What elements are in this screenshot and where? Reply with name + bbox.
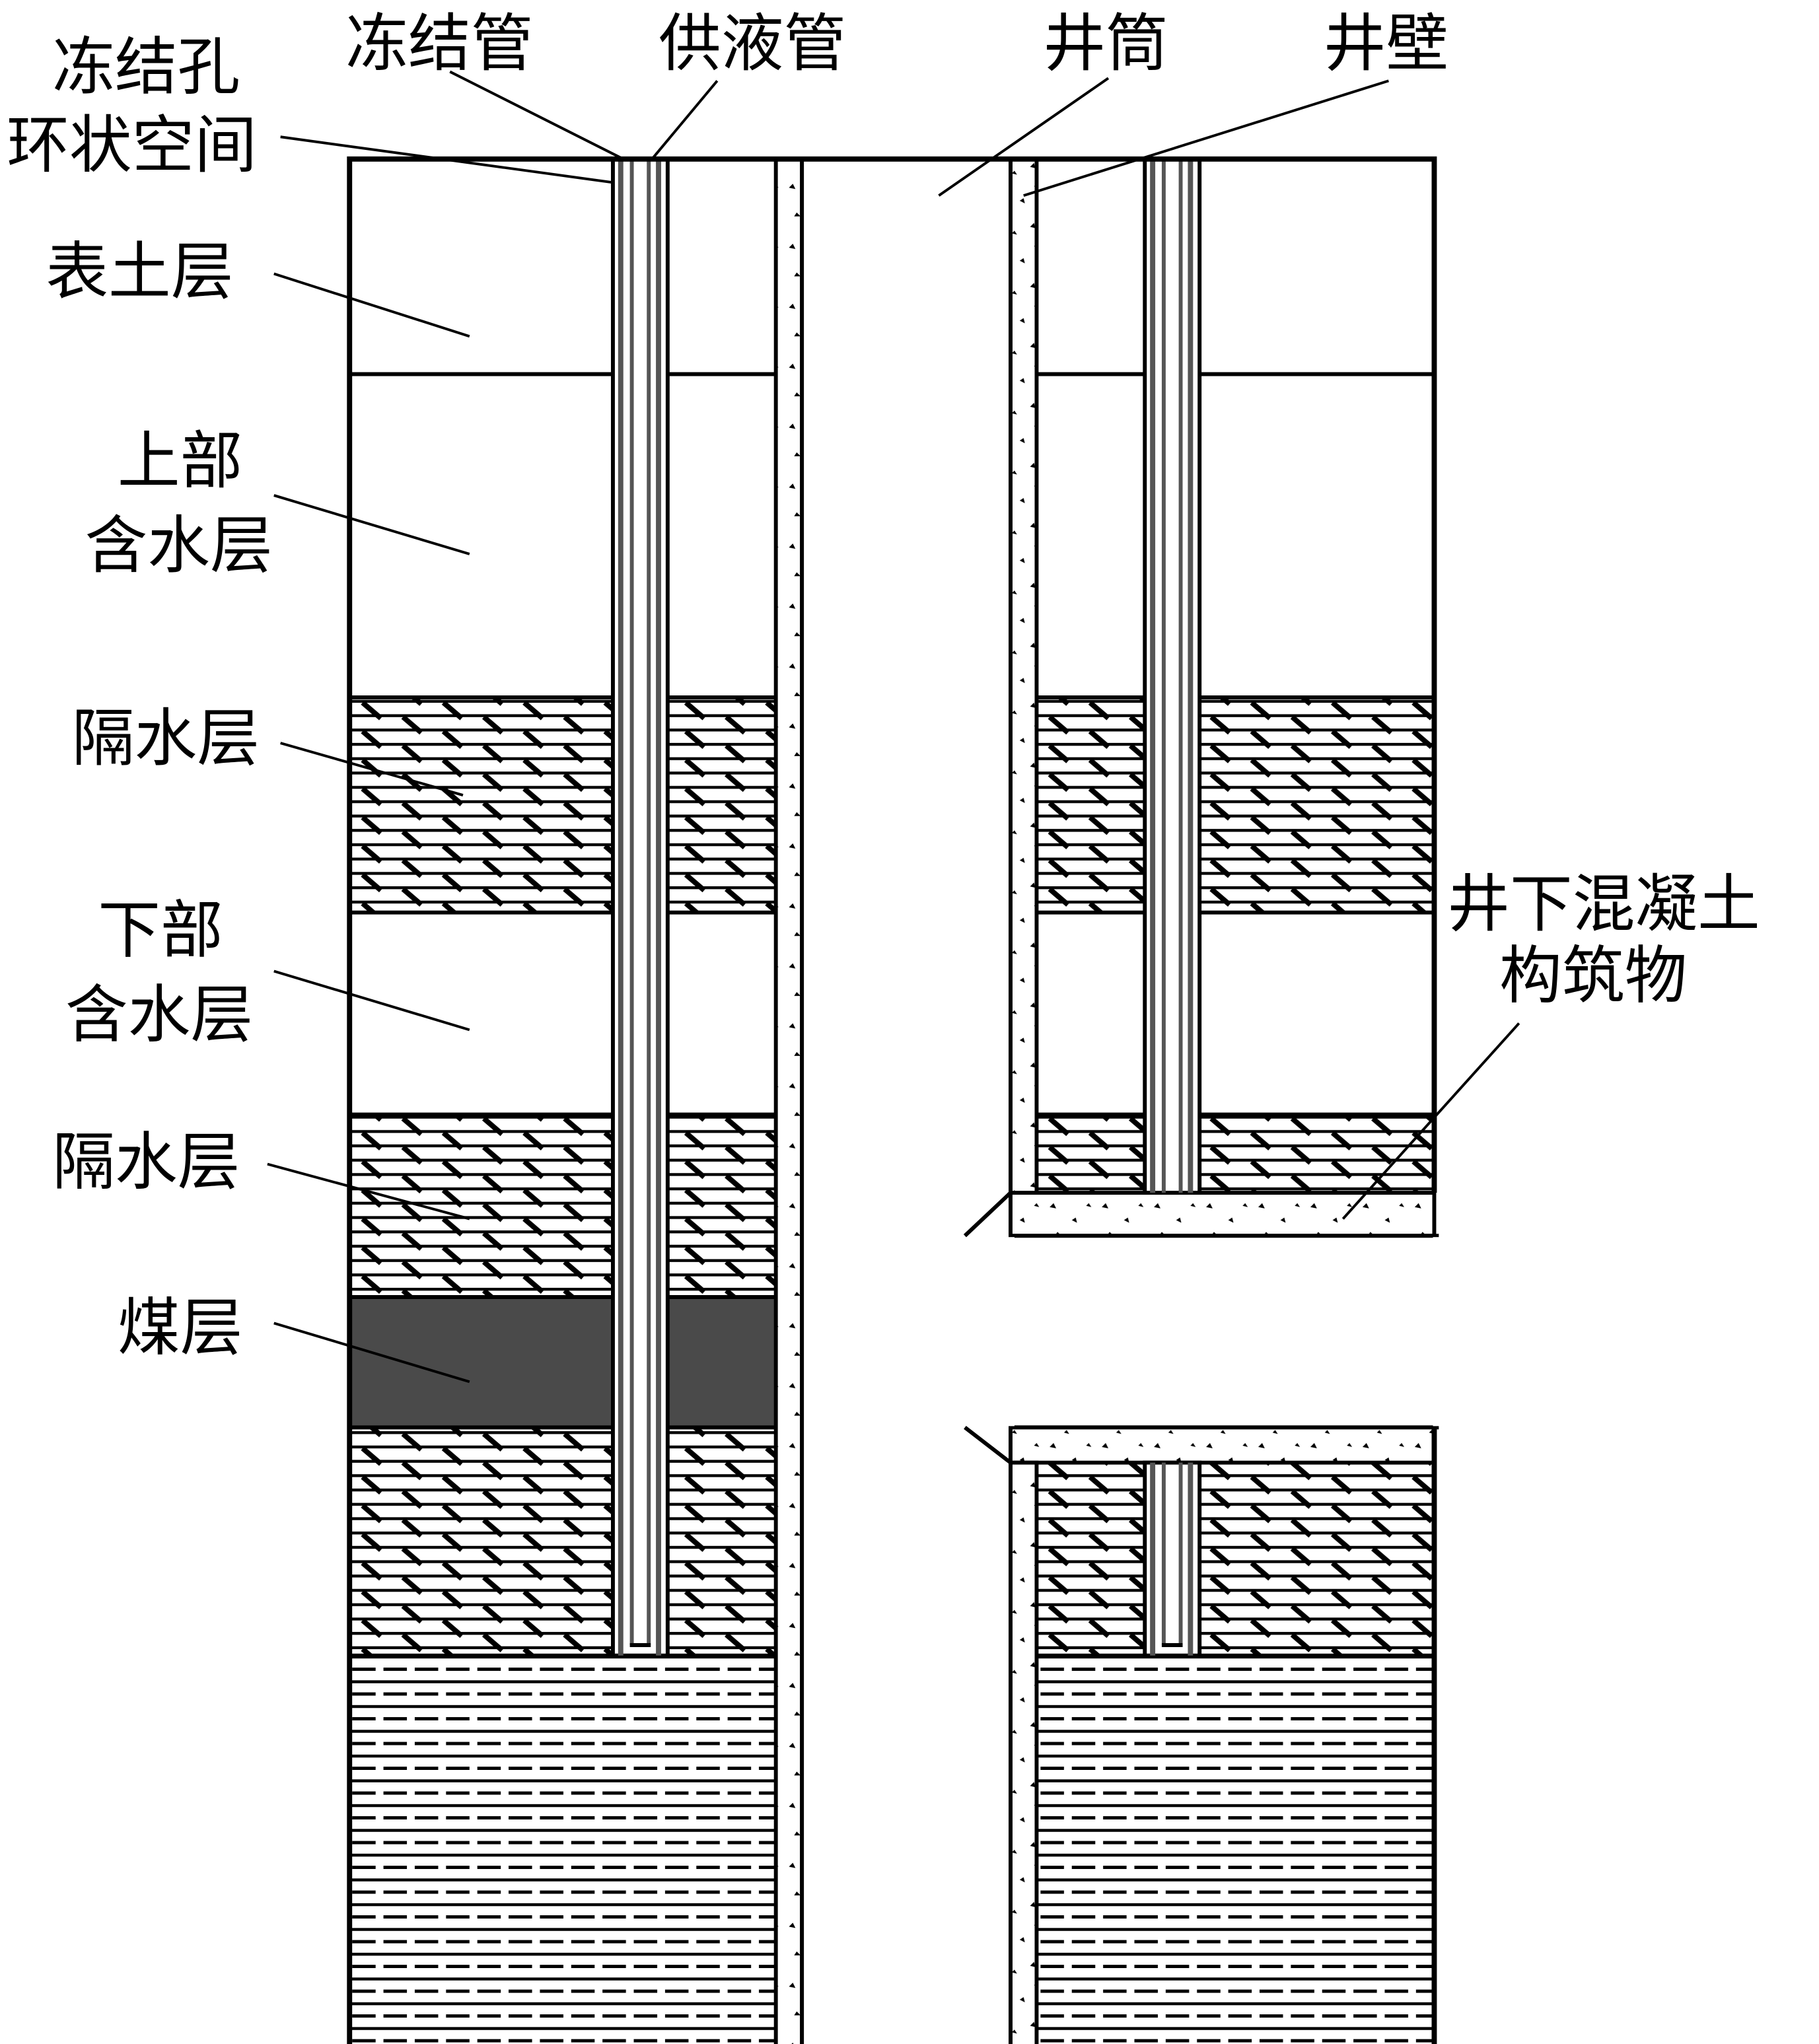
shaft-wall [773,157,1039,2044]
underground-structure [959,1191,1441,1465]
label-aquitard-1: 隔水层 [72,703,260,775]
label-coal-seam: 煤层 [118,1292,242,1364]
label-underground-structure-1: 井下混凝土 [1447,868,1760,940]
freeze-pipe-left [610,157,670,1658]
label-topsoil: 表土层 [46,236,233,308]
label-freeze-hole-annulus-2: 环状空间 [7,110,257,182]
label-underground-structure-2: 构筑物 [1499,940,1687,1012]
label-freeze-hole-annulus-1: 冻结孔 [52,31,240,104]
label-lower-aquifer-2: 含水层 [65,979,253,1051]
label-upper-aquifer-1: 上部 [118,425,242,497]
label-upper-aquifer-2: 含水层 [85,510,273,582]
structure-concrete-upper [960,1191,1437,1238]
label-supply-pipe: 供液管 [659,8,846,81]
coal-seam-layer [349,1296,776,1428]
label-shaft: 井筒 [1043,8,1168,81]
labels: 冻结孔 环状空间 冻结管 供液管 井筒 井壁 表土层 上部 含水层 隔水层 下部… [7,8,1760,1364]
label-lower-aquifer-1: 下部 [98,894,223,967]
label-shaft-wall: 井壁 [1324,8,1448,81]
shaft-interior [800,157,1013,2044]
leader-lines [267,70,1520,1384]
freeze-pipe-right [1143,157,1202,1658]
structure-concrete-lower [959,1425,1437,1465]
outer-frame [347,156,1437,2044]
tunnel-opening [962,1234,1439,1430]
label-aquitard-2: 隔水层 [52,1126,240,1199]
label-freeze-pipe: 冻结管 [345,8,533,81]
